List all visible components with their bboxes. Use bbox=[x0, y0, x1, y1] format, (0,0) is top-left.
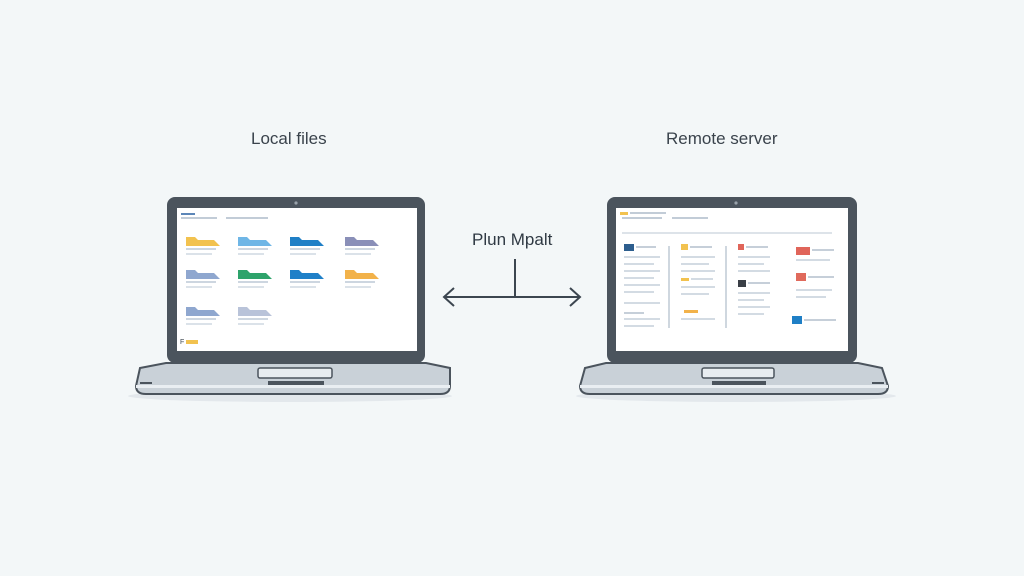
file-icon bbox=[681, 244, 688, 250]
file-icon bbox=[738, 280, 746, 287]
file-icon bbox=[681, 278, 689, 281]
folder-icon bbox=[238, 307, 272, 325]
folder-icon bbox=[345, 270, 379, 288]
file-icon bbox=[796, 247, 810, 255]
local-files-title: Local files bbox=[251, 129, 327, 148]
file-icon bbox=[624, 244, 634, 251]
local-screen bbox=[177, 208, 417, 351]
folder-icon bbox=[290, 237, 324, 255]
folder-icon bbox=[186, 270, 220, 288]
file-icon bbox=[792, 316, 802, 324]
local-small-label: F bbox=[180, 339, 184, 346]
folder-icon bbox=[290, 270, 324, 288]
file-icon bbox=[796, 273, 806, 281]
file-icon bbox=[684, 310, 698, 313]
folder-icon bbox=[238, 270, 272, 288]
remote-screen bbox=[616, 208, 848, 351]
remote-file-columns bbox=[624, 244, 836, 327]
folder-icon bbox=[186, 237, 220, 255]
folder-icon bbox=[186, 307, 220, 325]
connector-label: Plun Mpalt bbox=[472, 230, 553, 249]
local-folder-grid bbox=[186, 237, 379, 325]
bidirectional-arrow-icon bbox=[442, 259, 582, 307]
remote-server-title: Remote server bbox=[666, 129, 778, 148]
file-icon bbox=[738, 244, 744, 250]
folder-icon bbox=[345, 237, 379, 255]
folder-icon bbox=[238, 237, 272, 255]
